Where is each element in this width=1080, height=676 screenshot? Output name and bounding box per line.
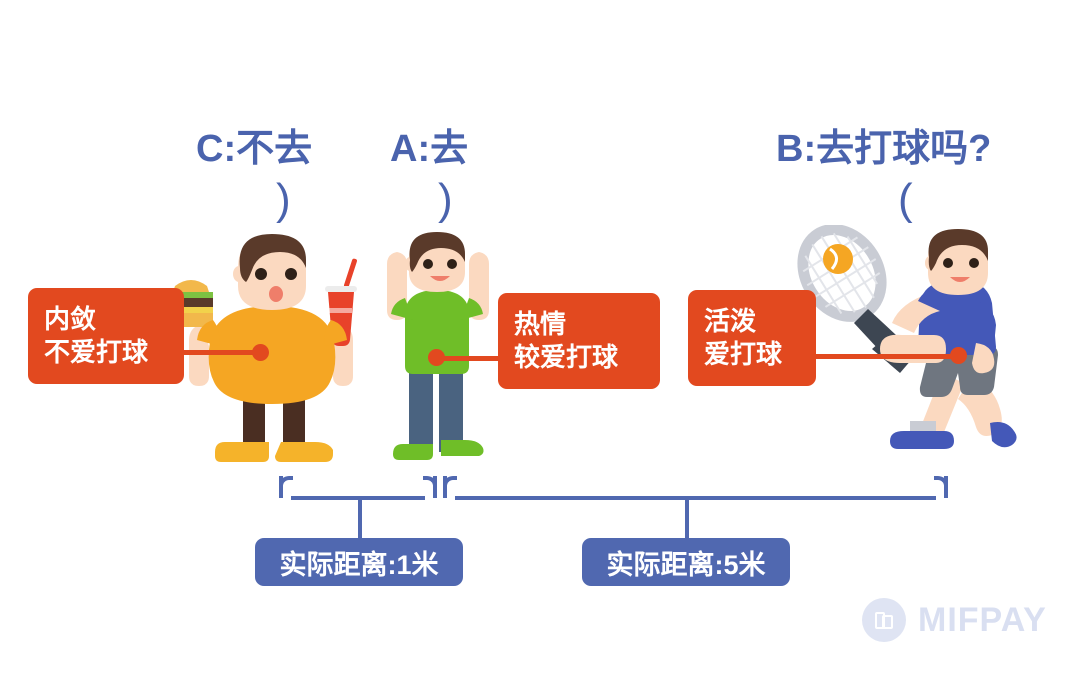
heading-option-c-paren: ) [276, 175, 291, 224]
bracket-right-stem-ca [433, 476, 437, 498]
bracket-left-stem-ca [279, 476, 283, 498]
mifpay-mark-icon [862, 598, 906, 642]
bracket-left-stem-ab [443, 476, 447, 498]
trait-c-line1: 内敛 [44, 303, 97, 334]
watermark-text: MIFPAY [918, 600, 1047, 639]
bracket-span-ab [455, 496, 936, 500]
heading-option-a-paren: ) [438, 175, 453, 224]
trait-box-option-b: 活泼 爱打球 [688, 290, 816, 386]
bracket-drop-ca [358, 496, 362, 540]
heading-option-b-paren: ( [898, 175, 913, 224]
distance-label-ca: 实际距离:1米 [255, 538, 463, 586]
bracket-drop-ab [685, 496, 689, 540]
trait-box-option-a: 热情 较爱打球 [498, 293, 660, 389]
connector-line-c [182, 350, 264, 355]
trait-c-line2: 不爱打球 [44, 337, 149, 367]
figure-option-b [790, 224, 1030, 480]
heading-option-a: A:去 [390, 128, 469, 170]
distance-label-ab: 实际距离:5米 [582, 538, 790, 586]
connector-line-a [430, 356, 518, 361]
connector-dot-a [428, 349, 445, 366]
heading-option-b: B:去打球吗? [776, 128, 992, 170]
connector-dot-b [950, 347, 967, 364]
figure-option-a [375, 228, 505, 478]
tennis-ball-icon [823, 244, 853, 274]
connector-line-b [815, 354, 958, 359]
trait-b-line1: 活泼 [704, 305, 757, 336]
connector-dot-c [252, 344, 269, 361]
heading-option-c: C:不去 [196, 128, 313, 170]
trait-box-option-c: 内敛 不爱打球 [28, 288, 184, 384]
bracket-right-stem-ab [944, 476, 948, 498]
trait-a-line2: 较爱打球 [514, 342, 619, 372]
trait-b-line2: 爱打球 [704, 339, 783, 369]
watermark-logo: MIFPAY [862, 598, 1047, 642]
trait-a-line1: 热情 [514, 308, 567, 339]
